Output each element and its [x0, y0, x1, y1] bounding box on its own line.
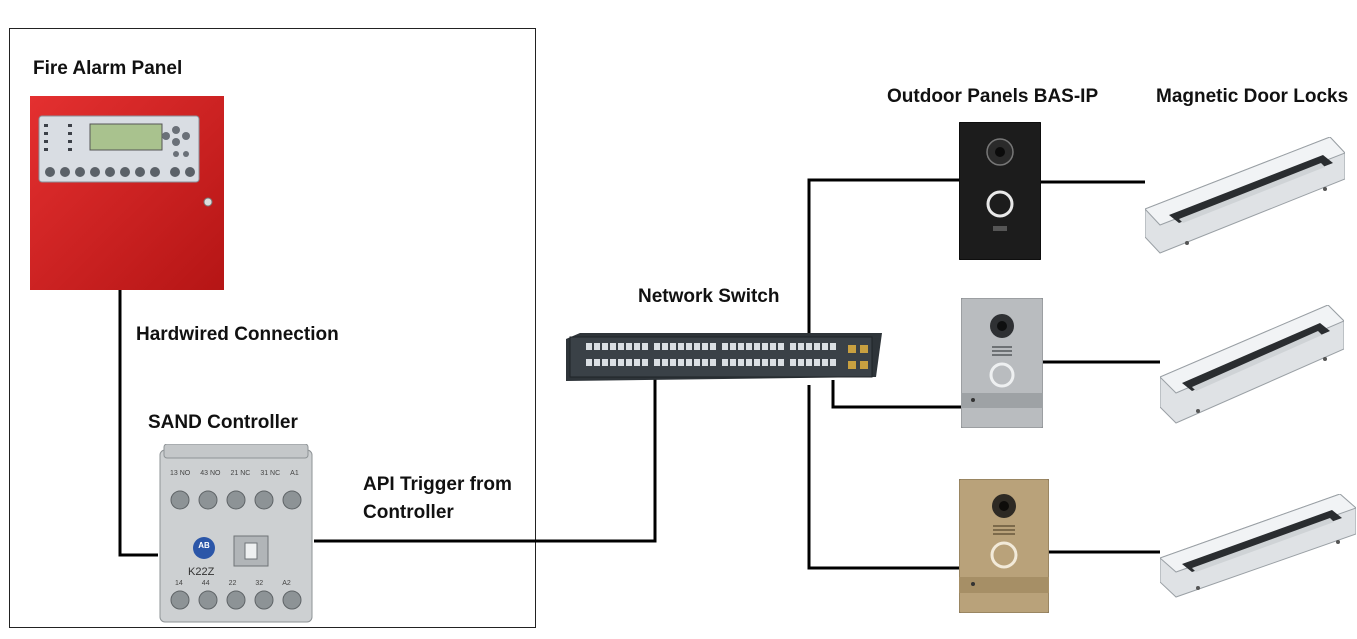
- relay-terminal-label: 43 NO: [200, 470, 221, 477]
- relay-terminal-label: 14: [175, 580, 183, 587]
- controller-enclosure-frame: [9, 28, 536, 628]
- network-switch-label: Network Switch: [638, 286, 780, 307]
- relay-terminal-label: 22: [228, 580, 237, 587]
- relay-terminal-label: 32: [255, 580, 264, 587]
- outdoor-panel-black-image: [959, 122, 1041, 260]
- magnetic-door-locks-label: Magnetic Door Locks: [1156, 86, 1349, 107]
- relay-terminal-label: A2: [282, 580, 291, 587]
- relay-terminal-label: A1: [290, 470, 299, 477]
- outdoor-panels-label: Outdoor Panels BAS-IP: [887, 86, 1099, 107]
- sand-controller-relay-image: AB K22Z 13 NO 43 NO 21 NC 31 NC A1 14 44…: [158, 444, 314, 624]
- switch-to-panel-2-wire: [831, 380, 962, 409]
- fire-alarm-panel-image: [30, 96, 224, 290]
- relay-terminal-labels-top: 13 NO 43 NO 21 NC 31 NC A1: [170, 470, 299, 477]
- magnetic-lock-3-image: [1160, 494, 1356, 598]
- relay-terminal-label: 31 NC: [260, 470, 281, 477]
- relay-terminal-label: 13 NO: [170, 470, 191, 477]
- relay-terminal-label: 21 NC: [230, 470, 251, 477]
- hardwired-wire: [118, 288, 158, 557]
- switch-to-panel-3-wire: [807, 385, 962, 570]
- outdoor-panel-silver-image: [961, 298, 1043, 428]
- fire-alarm-panel-label: Fire Alarm Panel: [33, 58, 183, 79]
- outdoor-panel-gold-image: [959, 479, 1049, 613]
- sand-controller-label: SAND Controller: [148, 412, 298, 433]
- relay-terminal-label: 44: [201, 580, 210, 587]
- network-switch-image: [566, 333, 882, 381]
- api-trigger-label-line-2: Controller: [363, 502, 454, 523]
- magnetic-lock-2-image: [1160, 305, 1344, 424]
- api-trigger-label-line-1: API Trigger from: [363, 474, 512, 495]
- switch-to-panel-1-wire: [807, 178, 962, 333]
- hardwired-connection-label: Hardwired Connection: [136, 324, 339, 345]
- magnetic-lock-1-image: [1145, 137, 1345, 254]
- relay-model-text: K22Z: [188, 566, 215, 578]
- api-trigger-wire: [314, 370, 657, 543]
- relay-brand-text: AB: [198, 541, 210, 550]
- relay-terminal-labels-bottom: 14 44 22 32 A2: [175, 580, 291, 587]
